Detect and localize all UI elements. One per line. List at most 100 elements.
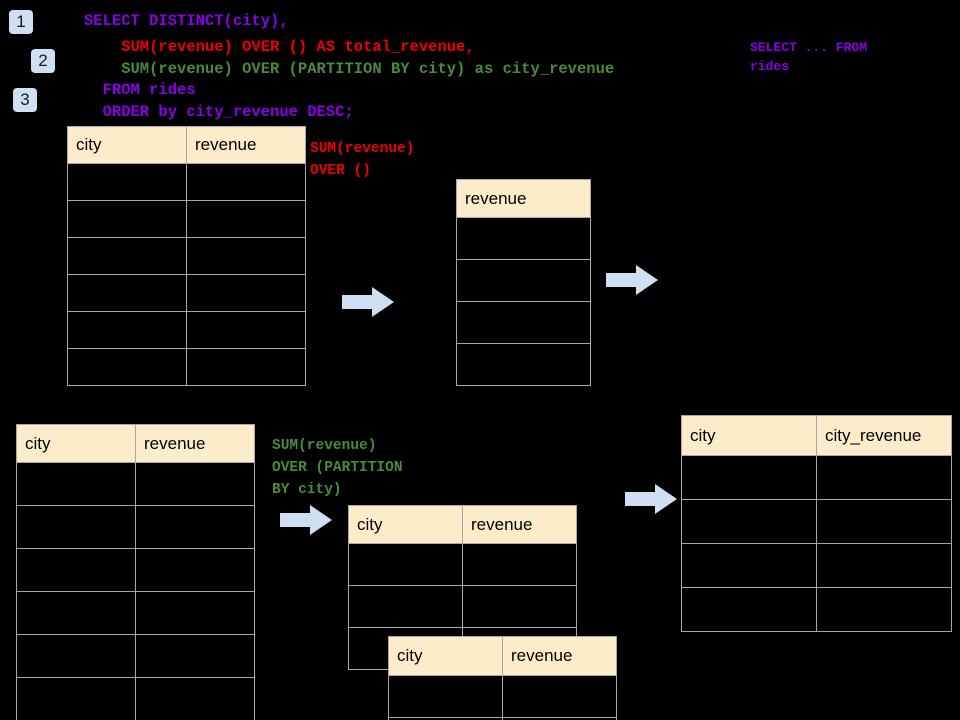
cell-revenue [135,591,255,635]
sql-line-from: FROM rides [84,81,196,99]
table-row [681,587,952,632]
cell-revenue [456,217,591,260]
cell-city [67,274,187,312]
cell-revenue [135,677,255,720]
annotation-total-revenue-line2: OVER () [310,163,371,179]
cell-city [67,200,187,238]
table-row [16,462,255,506]
arrow-top-left-icon [342,287,394,317]
table-header-row: city revenue [348,505,577,544]
side-note-select-from: SELECT ... FROM [750,40,868,55]
table-rides-top: city revenue [67,126,306,386]
side-note-rides: rides [750,59,790,74]
cell-city [16,634,136,678]
column-header-revenue: revenue [135,424,255,463]
column-header-city: city [67,126,187,164]
table-row [388,675,617,718]
column-header-city: city [681,415,817,456]
arrow-bottom-right-icon [625,484,677,514]
annotation-city-revenue-line1: SUM(revenue) [272,438,377,454]
cell-revenue [502,675,617,718]
sql-line-select: SELECT DISTINCT(city), [84,12,289,30]
cell-revenue [135,634,255,678]
arrow-top-right-icon [606,265,658,295]
step-badge-1: 1 [9,10,33,34]
cell-revenue [186,237,306,275]
cell-city [16,548,136,592]
arrow-shaft [280,513,312,527]
table-row [16,677,255,720]
step-badge-2: 2 [31,49,55,73]
cell-revenue [186,348,306,386]
table-header-row: city revenue [388,636,617,676]
annotation-city-revenue-line2: OVER (PARTITION [272,460,403,476]
sql-line-order-by: ORDER by city_revenue DESC; [84,103,354,121]
table-row [681,499,952,544]
table-row [67,200,306,238]
table-partition-b: city revenue [388,636,617,720]
cell-city-revenue [816,455,952,500]
table-header-row: revenue [456,179,591,218]
column-header-city: city [348,505,463,544]
cell-city-revenue [816,543,952,588]
table-row [456,259,591,302]
table-header-row: city revenue [67,126,306,164]
cell-city [16,677,136,720]
table-header-row: city city_revenue [681,415,952,456]
table-row [67,274,306,312]
table-row [16,505,255,549]
cell-revenue [135,548,255,592]
annotation-city-revenue-line3: BY city) [272,482,342,498]
table-row [67,311,306,349]
arrow-shaft [342,295,374,309]
cell-revenue [186,163,306,201]
table-row [456,301,591,344]
cell-city [16,591,136,635]
cell-city [681,587,817,632]
table-header-row: city revenue [16,424,255,463]
table-row [348,543,577,586]
cell-city [681,543,817,588]
cell-revenue [456,301,591,344]
table-result: city city_revenue [681,415,952,632]
column-header-revenue: revenue [186,126,306,164]
arrow-shaft [625,492,657,506]
arrow-head [372,287,394,317]
sql-line-total-revenue: SUM(revenue) OVER () AS total_revenue, [84,38,475,56]
table-rides-bottom: city revenue [16,424,255,720]
annotation-total-revenue-line1: SUM(revenue) [310,141,415,157]
table-row [456,217,591,260]
cell-city-revenue [816,499,952,544]
sql-line-city-revenue: SUM(revenue) OVER (PARTITION BY city) as… [84,60,615,78]
cell-revenue [456,343,591,386]
cell-revenue [502,717,617,720]
cell-city [16,505,136,549]
step-badge-3: 3 [13,88,37,112]
table-row [681,455,952,500]
table-row [348,585,577,628]
cell-revenue [186,274,306,312]
column-header-revenue: revenue [456,179,591,218]
cell-city-revenue [816,587,952,632]
arrow-bottom-left-icon [280,505,332,535]
table-row [67,237,306,275]
cell-revenue [186,200,306,238]
cell-city [681,455,817,500]
column-header-city-revenue: city_revenue [816,415,952,456]
cell-city [16,462,136,506]
table-row [67,163,306,201]
table-row [388,717,617,720]
arrow-shaft [606,273,638,287]
column-header-revenue: revenue [462,505,577,544]
arrow-head [636,265,658,295]
cell-revenue [186,311,306,349]
column-header-city: city [388,636,503,676]
arrow-head [655,484,677,514]
column-header-city: city [16,424,136,463]
cell-city [67,237,187,275]
cell-city [348,543,463,586]
table-total-revenue: revenue [456,179,591,386]
table-row [16,591,255,635]
table-row [16,634,255,678]
